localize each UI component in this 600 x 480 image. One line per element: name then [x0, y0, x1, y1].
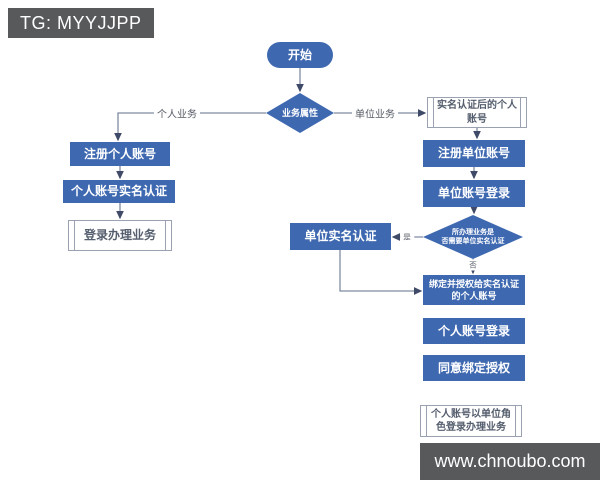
node-label: 个人账号以单位角	[431, 408, 511, 420]
edge-label-d2-to-m1: 是	[400, 231, 414, 243]
node-business-type-decision: 业务属性	[266, 93, 334, 133]
node-register-unit-account: 注册单位账号	[423, 140, 525, 167]
node-label: 单位账号登录	[437, 186, 510, 201]
node-label: 个人账号登录	[437, 323, 510, 338]
node-label: 账号	[467, 113, 487, 125]
node-label: 单位实名认证	[304, 229, 377, 244]
edge-m1-to-r4	[339, 250, 423, 295]
node-label: 实名认证后的个人	[437, 100, 517, 111]
node-agree-bind-authorization: 同意绑定授权	[423, 355, 525, 381]
node-personal-account-login: 个人账号登录	[423, 318, 525, 344]
edge-d1-to-l1	[114, 112, 266, 142]
node-label: 绑定并授权给实名认证	[428, 278, 519, 289]
edge-label-d1-to-l1: 个人业务	[154, 105, 200, 121]
node-label: 的个人账号	[451, 291, 497, 301]
node-label: 否需要单位实名认证	[441, 238, 505, 245]
node-bind-authorize-realname-personal-account: 绑定并授权给实名认证的个人账号	[423, 275, 525, 305]
node-label: 开始	[287, 47, 312, 62]
node-unit-account-login: 单位账号登录	[423, 180, 525, 207]
node-label: 注册单位账号	[437, 146, 510, 161]
node-unit-realname-auth: 单位实名认证	[290, 223, 391, 250]
node-personal-account-realname-auth: 个人账号实名认证	[63, 180, 175, 203]
node-label: 登录办理业务	[83, 228, 156, 243]
edge-label-d1-to-r1: 单位业务	[352, 105, 398, 121]
node-login-handle-business: 登录办理业务	[68, 220, 172, 251]
node-label: 色登录办理业务	[436, 422, 506, 433]
node-label: 所办理业务是	[452, 228, 494, 236]
node-need-unit-realname-decision: 所办理业务是否需要单位实名认证	[423, 215, 523, 259]
edge-label-d2-to-r4: 否	[466, 259, 480, 271]
node-label: 同意绑定授权	[437, 360, 510, 375]
node-register-personal-account: 注册个人账号	[70, 142, 170, 166]
node-personal-account-unit-role-login: 个人账号以单位角色登录办理业务	[420, 405, 522, 437]
node-label: 个人账号实名认证	[70, 184, 167, 199]
watermark-telegram-badge: TG: MYYJJPP	[8, 8, 154, 38]
watermark-website-badge: www.chnoubo.com	[420, 443, 600, 480]
node-realname-authed-personal-account: 实名认证后的个人账号	[427, 97, 527, 128]
node-label: 业务属性	[281, 107, 318, 118]
node-start-terminator: 开始	[267, 42, 333, 68]
node-label: 注册个人账号	[83, 146, 156, 161]
